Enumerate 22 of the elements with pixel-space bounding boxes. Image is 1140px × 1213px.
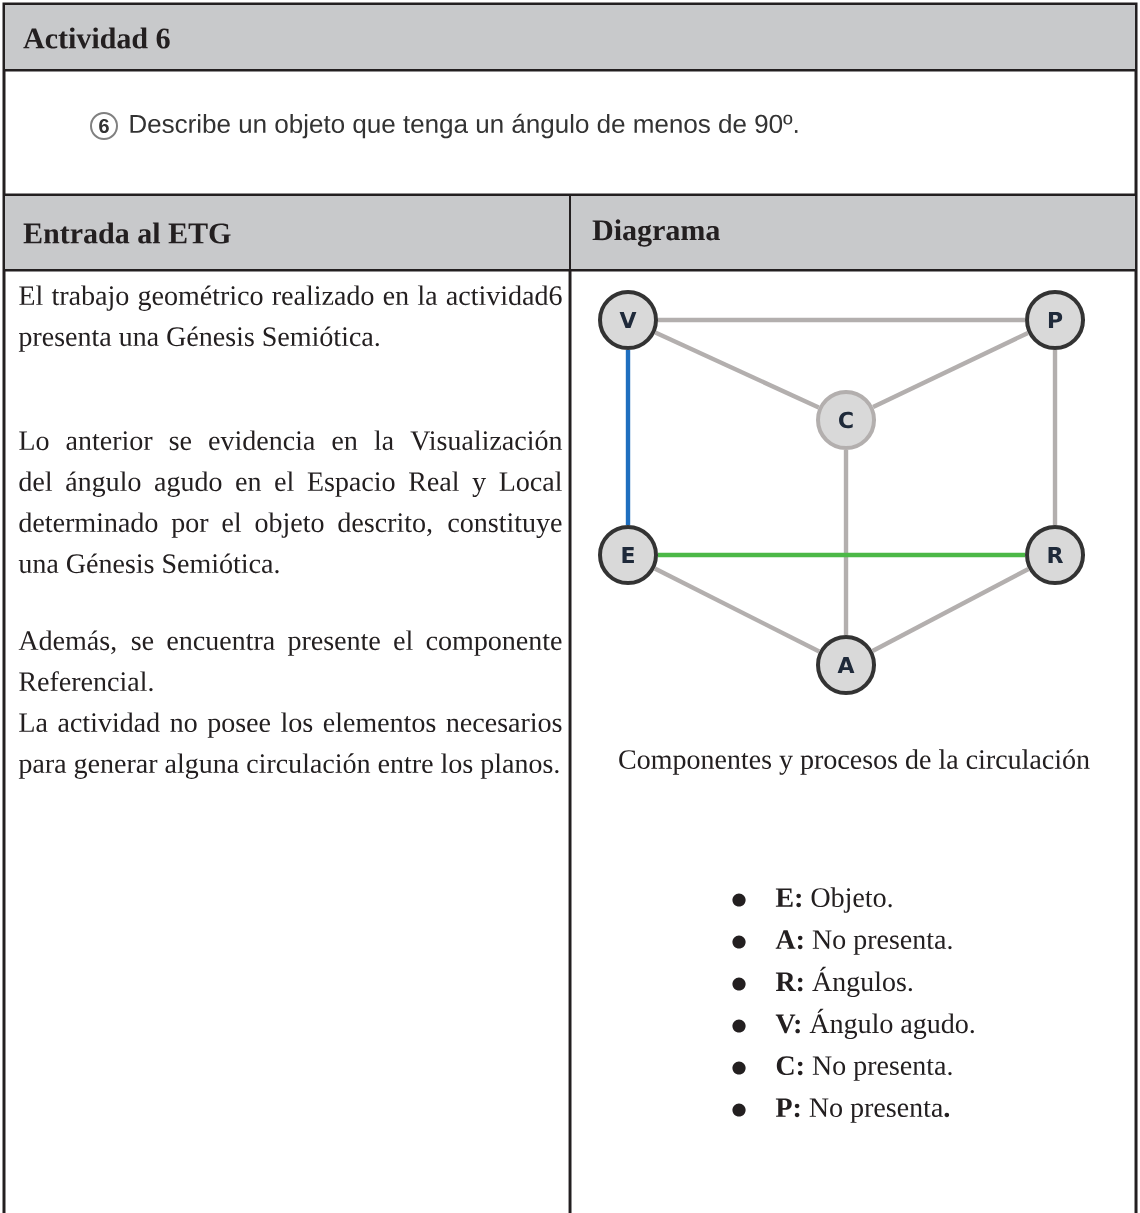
question-text: Describe un objeto que tenga un ángulo de menos de 90º. xyxy=(130,113,798,139)
list-item: A: No presenta. xyxy=(775,930,952,955)
list-item: C: No presenta. xyxy=(776,1056,952,1081)
paragraph: La actividad no posee los elementos necesarios para generar alguna circulación entre los planos. xyxy=(18,712,562,779)
paragraph: Además, se encuentra presente el componente Referencial. xyxy=(18,630,562,692)
list-item: E: Objeto. xyxy=(775,887,892,913)
connector-line xyxy=(871,567,1030,653)
header-cell: Entrada al ETG xyxy=(5,196,569,269)
connector-line xyxy=(843,450,849,635)
connector-line xyxy=(658,552,1025,558)
connector-line xyxy=(653,566,821,654)
connector-line xyxy=(872,330,1029,410)
connector-line xyxy=(658,317,1025,323)
header-cell: Diagrama xyxy=(571,196,1135,269)
connector-line xyxy=(1052,350,1058,525)
paragraph: El trabajo geométrico realizado en la actividad6 presenta una Génesis Semiótica. xyxy=(18,285,562,352)
list-item: P: No presenta. xyxy=(775,1098,950,1123)
connector-line xyxy=(625,350,631,525)
list-item: V: Ángulo agudo. xyxy=(775,1008,974,1039)
header-cell: Actividad 6 xyxy=(5,5,1135,69)
list-item: R: Ángulos. xyxy=(775,966,912,997)
connector-line xyxy=(654,330,820,410)
